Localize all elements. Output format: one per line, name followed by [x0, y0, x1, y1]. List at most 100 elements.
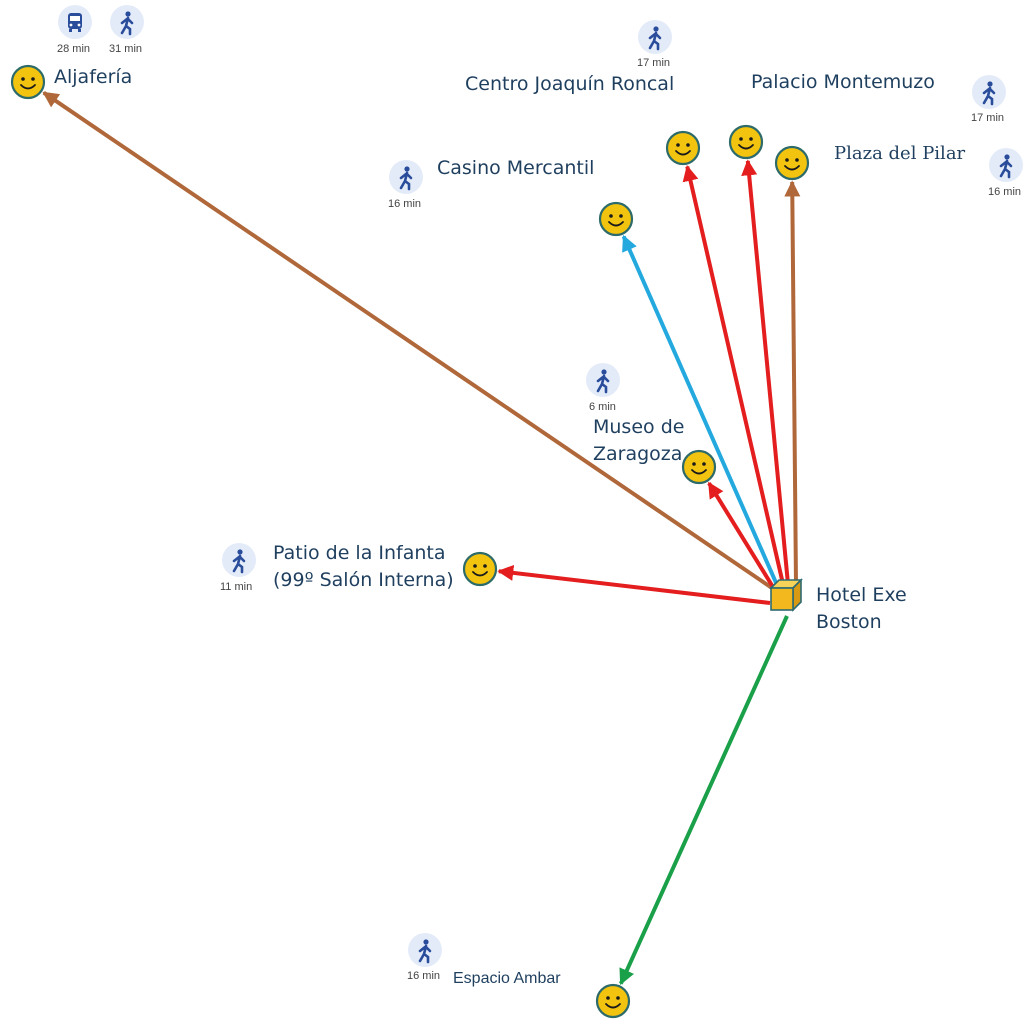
- route-arrow-palacio-montemuzo: [741, 159, 790, 585]
- smiley-face: [10, 64, 46, 100]
- label-museo-line-2: Zaragoza: [593, 443, 683, 465]
- smiley-eye-left: [692, 462, 696, 466]
- smiley-mouth: [605, 1003, 621, 1009]
- bus-icon-wheel-right: [78, 29, 81, 32]
- smiley-eye-right: [686, 143, 690, 147]
- hotel-label-line-2: Boston: [816, 611, 882, 633]
- route-arrow-casino-mercantil: [621, 234, 779, 586]
- smiley-mouth: [20, 84, 36, 90]
- walk-icon-casino-mercantil: [389, 160, 423, 194]
- time-casino-mercantil: 16 min: [388, 198, 422, 210]
- hotel-label: Hotel Exe Boston: [816, 582, 907, 636]
- smiley-eye-left: [609, 214, 613, 218]
- walk-icon-body: [648, 31, 662, 51]
- bus-icon-light-right: [77, 23, 81, 27]
- label-plaza-del-pilar: Plaza del Pilar: [834, 143, 966, 164]
- smiley-face: [681, 449, 717, 485]
- transport-icons: [58, 5, 1023, 967]
- smiley-face: [665, 130, 701, 166]
- time-centro-joaquin-roncal: 17 min: [637, 57, 671, 69]
- smiley-mouth: [608, 221, 624, 227]
- time-plaza-del-pilar: 16 min: [988, 186, 1022, 198]
- bus-icon-aljaferia: [58, 5, 92, 39]
- walk-icon-head: [125, 11, 131, 17]
- label-patio-line-1: Patio de la Infanta: [273, 542, 446, 564]
- time-aljaferia-walk: 31 min: [109, 43, 143, 55]
- smiley-icon-espacio-ambar: [595, 983, 631, 1019]
- time-patio-de-la-infanta: 11 min: [220, 581, 253, 593]
- label-patio-line-2: (99º Salón Interna): [273, 569, 454, 591]
- label-espacio-ambar: Espacio Ambar: [453, 970, 561, 987]
- bus-icon-window: [70, 16, 80, 21]
- walk-icon-head: [423, 939, 429, 945]
- smiley-eye-left: [785, 158, 789, 162]
- smiley-icon-centro-joaquin-roncal: [665, 130, 701, 166]
- smiley-mouth: [738, 144, 754, 150]
- route-arrow-patio-de-la-infanta: [497, 564, 771, 605]
- hotel-cube-icon: [769, 578, 803, 612]
- smiley-mouth: [784, 165, 800, 171]
- time-espacio-ambar: 16 min: [407, 970, 441, 982]
- walk-icon-head: [653, 26, 659, 32]
- walk-icon-patio-de-la-infanta: [222, 543, 256, 577]
- smiley-eye-right: [616, 996, 620, 1000]
- walk-icon-body: [982, 86, 996, 106]
- walk-icon-plaza-del-pilar: [989, 148, 1023, 182]
- route-arrows: [42, 91, 801, 986]
- smiley-eye-right: [31, 77, 35, 81]
- smiley-face: [598, 201, 634, 237]
- walk-icon-centro-joaquin-roncal: [638, 20, 672, 54]
- hotel-label-line-1: Hotel Exe: [816, 584, 907, 606]
- bus-icon-wheel-left: [69, 29, 72, 32]
- smiley-eye-left: [739, 137, 743, 141]
- route-arrow-espacio-ambar: [619, 615, 789, 986]
- walk-icon-body: [120, 16, 134, 36]
- smiley-mouth: [472, 571, 488, 577]
- route-arrow-aljaferia: [42, 91, 774, 590]
- smiley-icon-casino-mercantil: [598, 201, 634, 237]
- smiley-eye-left: [676, 143, 680, 147]
- walk-icon-body: [399, 171, 413, 191]
- walk-icon-head: [601, 369, 607, 375]
- label-palacio-montemuzo: Palacio Montemuzo: [751, 71, 935, 93]
- walk-icon-body: [596, 374, 610, 394]
- smiley-eye-left: [21, 77, 25, 81]
- smiley-eye-left: [606, 996, 610, 1000]
- smiley-eye-right: [795, 158, 799, 162]
- time-palacio-montemuzo: 17 min: [971, 112, 1005, 124]
- time-museo-de-zaragoza: 6 min: [589, 401, 616, 413]
- label-patio-de-la-infanta: Patio de la Infanta (99º Salón Interna): [273, 540, 454, 594]
- place-markers: [10, 64, 810, 1019]
- smiley-eye-left: [473, 564, 477, 568]
- walk-icon-head: [987, 81, 993, 87]
- walk-icon-body: [999, 159, 1013, 179]
- smiley-mouth: [691, 469, 707, 475]
- smiley-eye-right: [619, 214, 623, 218]
- label-museo-de-zaragoza: Museo de Zaragoza: [593, 414, 684, 468]
- label-casino-mercantil: Casino Mercantil: [437, 157, 595, 179]
- walk-icon-head: [237, 549, 243, 555]
- walk-icon-head: [404, 166, 410, 172]
- label-aljaferia: Aljafería: [54, 66, 133, 88]
- smiley-eye-right: [483, 564, 487, 568]
- smiley-face: [728, 124, 764, 160]
- smiley-eye-right: [749, 137, 753, 141]
- hotel-cube-front: [770, 587, 794, 611]
- route-arrow-centro-joaquin-roncal: [682, 164, 785, 585]
- smiley-face: [774, 145, 810, 181]
- walk-icon-head: [1004, 154, 1010, 160]
- label-centro-joaquin-roncal: Centro Joaquín Roncal: [465, 73, 675, 95]
- smiley-mouth: [675, 150, 691, 156]
- walk-icon-museo-de-zaragoza: [586, 363, 620, 397]
- walk-icon-body: [232, 554, 246, 574]
- smiley-icon-palacio-montemuzo: [728, 124, 764, 160]
- label-museo-line-1: Museo de: [593, 416, 685, 438]
- smiley-icon-patio-de-la-infanta: [462, 551, 498, 587]
- smiley-face: [595, 983, 631, 1019]
- smiley-icon-plaza-del-pilar: [774, 145, 810, 181]
- walk-icon-body: [418, 944, 432, 964]
- bus-icon-light-left: [69, 23, 73, 27]
- walk-icon-palacio-montemuzo: [972, 75, 1006, 109]
- smiley-eye-right: [702, 462, 706, 466]
